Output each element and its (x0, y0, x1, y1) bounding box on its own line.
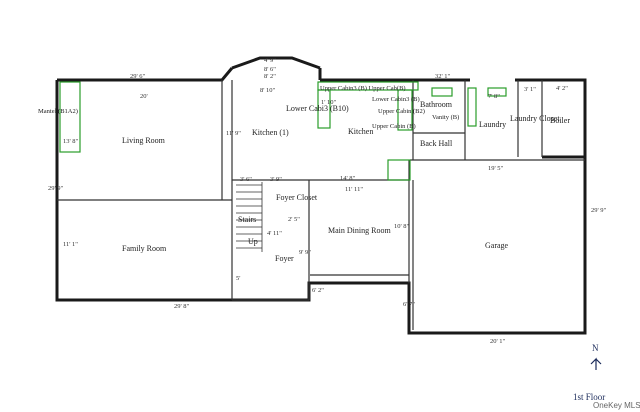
dim-living-height: 13' 8" (63, 138, 79, 145)
floor-label: 1st Floor (573, 392, 605, 402)
dim-dining-height: 10' 8" (394, 223, 410, 230)
dim-kitchen-height: 11' 9" (226, 130, 241, 137)
upper-cabinet-label: Upper Cabin (B2) (378, 108, 425, 115)
dim-bottom-left: 29' 8" (174, 303, 190, 310)
north-arrow-icon (590, 357, 602, 370)
cabinets (59, 81, 507, 181)
dim-top-right: 32' 1" (435, 73, 451, 80)
dim-garage-width: 19' 5" (488, 165, 504, 172)
room-living: Living Room (122, 136, 166, 145)
mantel-label: Mantel (B1A2) (38, 108, 78, 115)
dim-living-width: 20' (140, 93, 148, 100)
dim-bath-width: 7' 8" (488, 93, 500, 100)
dim-foyer-2: 6' 2" (312, 287, 324, 294)
dim-right-height: 29' 9" (591, 207, 607, 214)
upper-row-label: Upper Cabin3 (B) Upper Cab(B) (320, 85, 406, 92)
dim-kitchen-small: 1' 10" (321, 99, 337, 106)
dim-foyer-small: 2' 5" (288, 216, 300, 223)
dim-sub-1: 3' 1" (524, 86, 536, 93)
upper-cabinet-label-2: Upper Cabin (B) (372, 123, 416, 130)
upper-row-label-2: Lower Cabin3 (B) (372, 96, 420, 103)
dim-garage-bottom: 20' 1" (490, 338, 506, 345)
dim-garage-left: 6' 7" (403, 301, 415, 308)
dim-bay-1: 4' 9" (264, 57, 276, 64)
dim-bay-3: 8' 2" (264, 73, 276, 80)
dim-foyer-height-2: 5' (236, 275, 240, 282)
room-back-hall: Back Hall (420, 139, 453, 148)
dim-mid-width: 14' 8" (340, 175, 356, 182)
stairs-label: Stairs (238, 215, 256, 224)
room-kitchen: Kitchen (1) (252, 128, 289, 137)
room-kitchen-2: Kitchen (348, 127, 373, 136)
room-foyer-closet: Foyer Closet (276, 193, 318, 202)
stairs-up-label: Up (248, 237, 258, 246)
room-bathroom: Bathroom (420, 100, 453, 109)
north-arrow: N (590, 343, 602, 370)
room-boiler: Boiler (550, 116, 570, 125)
room-garage: Garage (485, 241, 509, 250)
dim-top-left: 29' 6" (130, 73, 146, 80)
dim-foyer-height: 9' 9" (299, 249, 311, 256)
dim-dining-width: 11' 11" (345, 186, 363, 193)
dim-family-height: 11' 1" (63, 241, 78, 248)
watermark: OneKey MLS (593, 401, 640, 410)
dim-stair-width: 3' 6" (240, 176, 252, 183)
room-laundry: Laundry (479, 120, 506, 129)
dim-bay-2: 8' 6" (264, 66, 276, 73)
room-family: Family Room (122, 244, 167, 253)
lower-cabinet-label: Lower Cabi3 (B10) (286, 104, 349, 113)
room-main-dining: Main Dining Room (328, 226, 391, 235)
vanity-label: Vanity (B) (432, 114, 459, 121)
dim-stair-2: 3' 9" (270, 176, 282, 183)
room-foyer: Foyer (275, 254, 294, 263)
dim-left-height: 29' 9" (48, 185, 64, 192)
dim-kitchen-top: 8' 10" (260, 87, 276, 94)
stairs (236, 182, 263, 252)
room-laundry-closet: Laundry Closet (510, 114, 560, 123)
north-label: N (592, 343, 599, 353)
dim-stair-height: 4' 11" (267, 230, 282, 237)
dim-right-top: 4' 2" (556, 85, 568, 92)
